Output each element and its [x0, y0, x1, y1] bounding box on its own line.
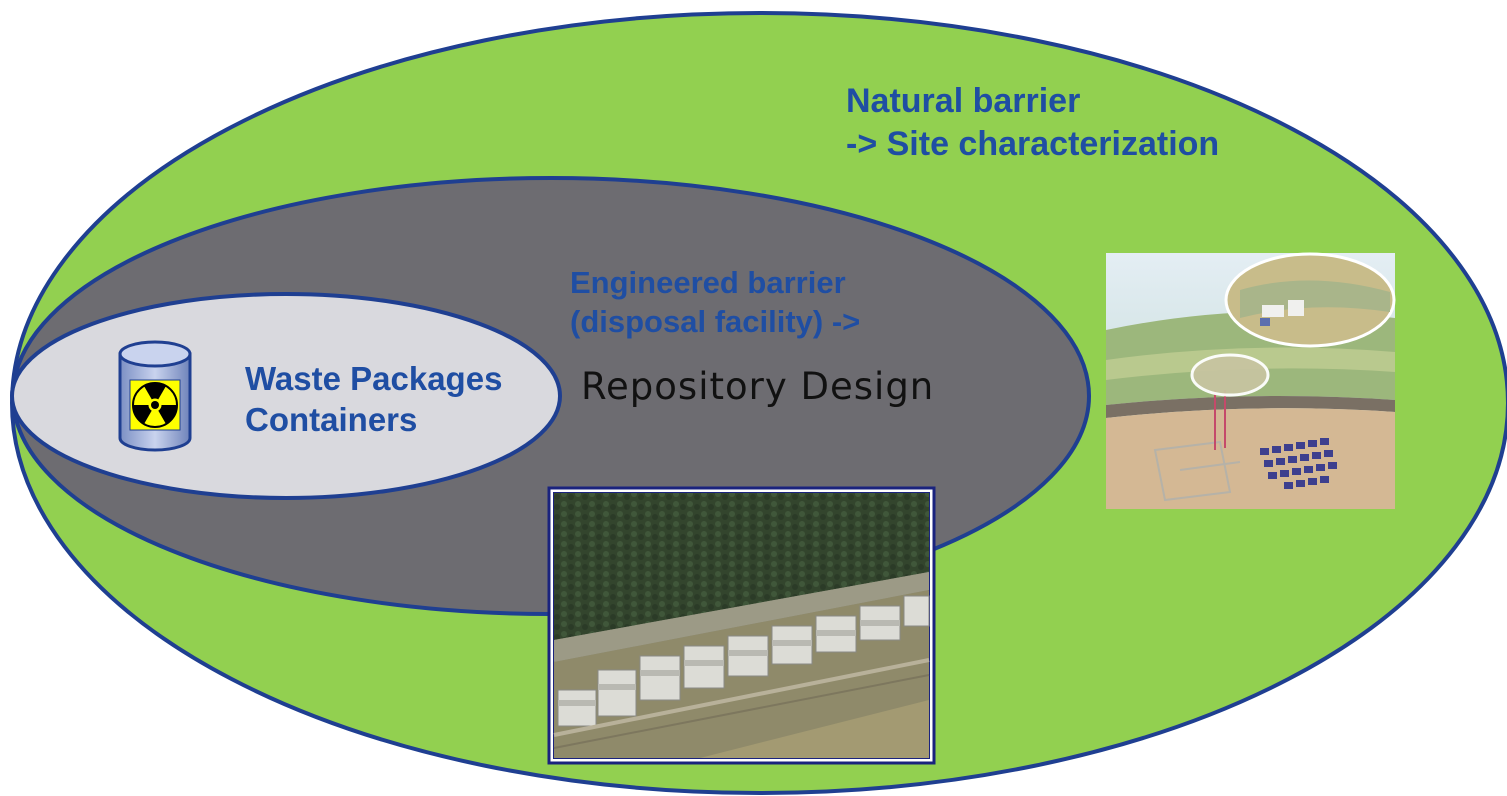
waste-packages-label: Waste Packages Containers: [245, 358, 502, 441]
natural-barrier-label: Natural barrier -> Site characterization: [846, 80, 1219, 165]
radioactive-waste-drum-icon: [118, 340, 192, 452]
containers-text: Containers: [245, 401, 418, 439]
repository-design-label: Repository Design: [581, 365, 935, 408]
engineered-barrier-label: Engineered barrier (disposal facility) -…: [570, 264, 860, 342]
geological-repository-illustration: [1106, 252, 1396, 509]
waste-packages-title: Waste Packages: [245, 360, 503, 397]
radiation-trefoil-icon: [132, 382, 178, 428]
disposal-facility-text: (disposal facility) ->: [570, 303, 861, 339]
disposal-facility-photo: [547, 486, 936, 765]
site-characterization-text: -> Site characterization: [846, 124, 1220, 163]
natural-barrier-title: Natural barrier: [846, 82, 1081, 120]
engineered-barrier-title: Engineered barrier: [570, 265, 846, 300]
